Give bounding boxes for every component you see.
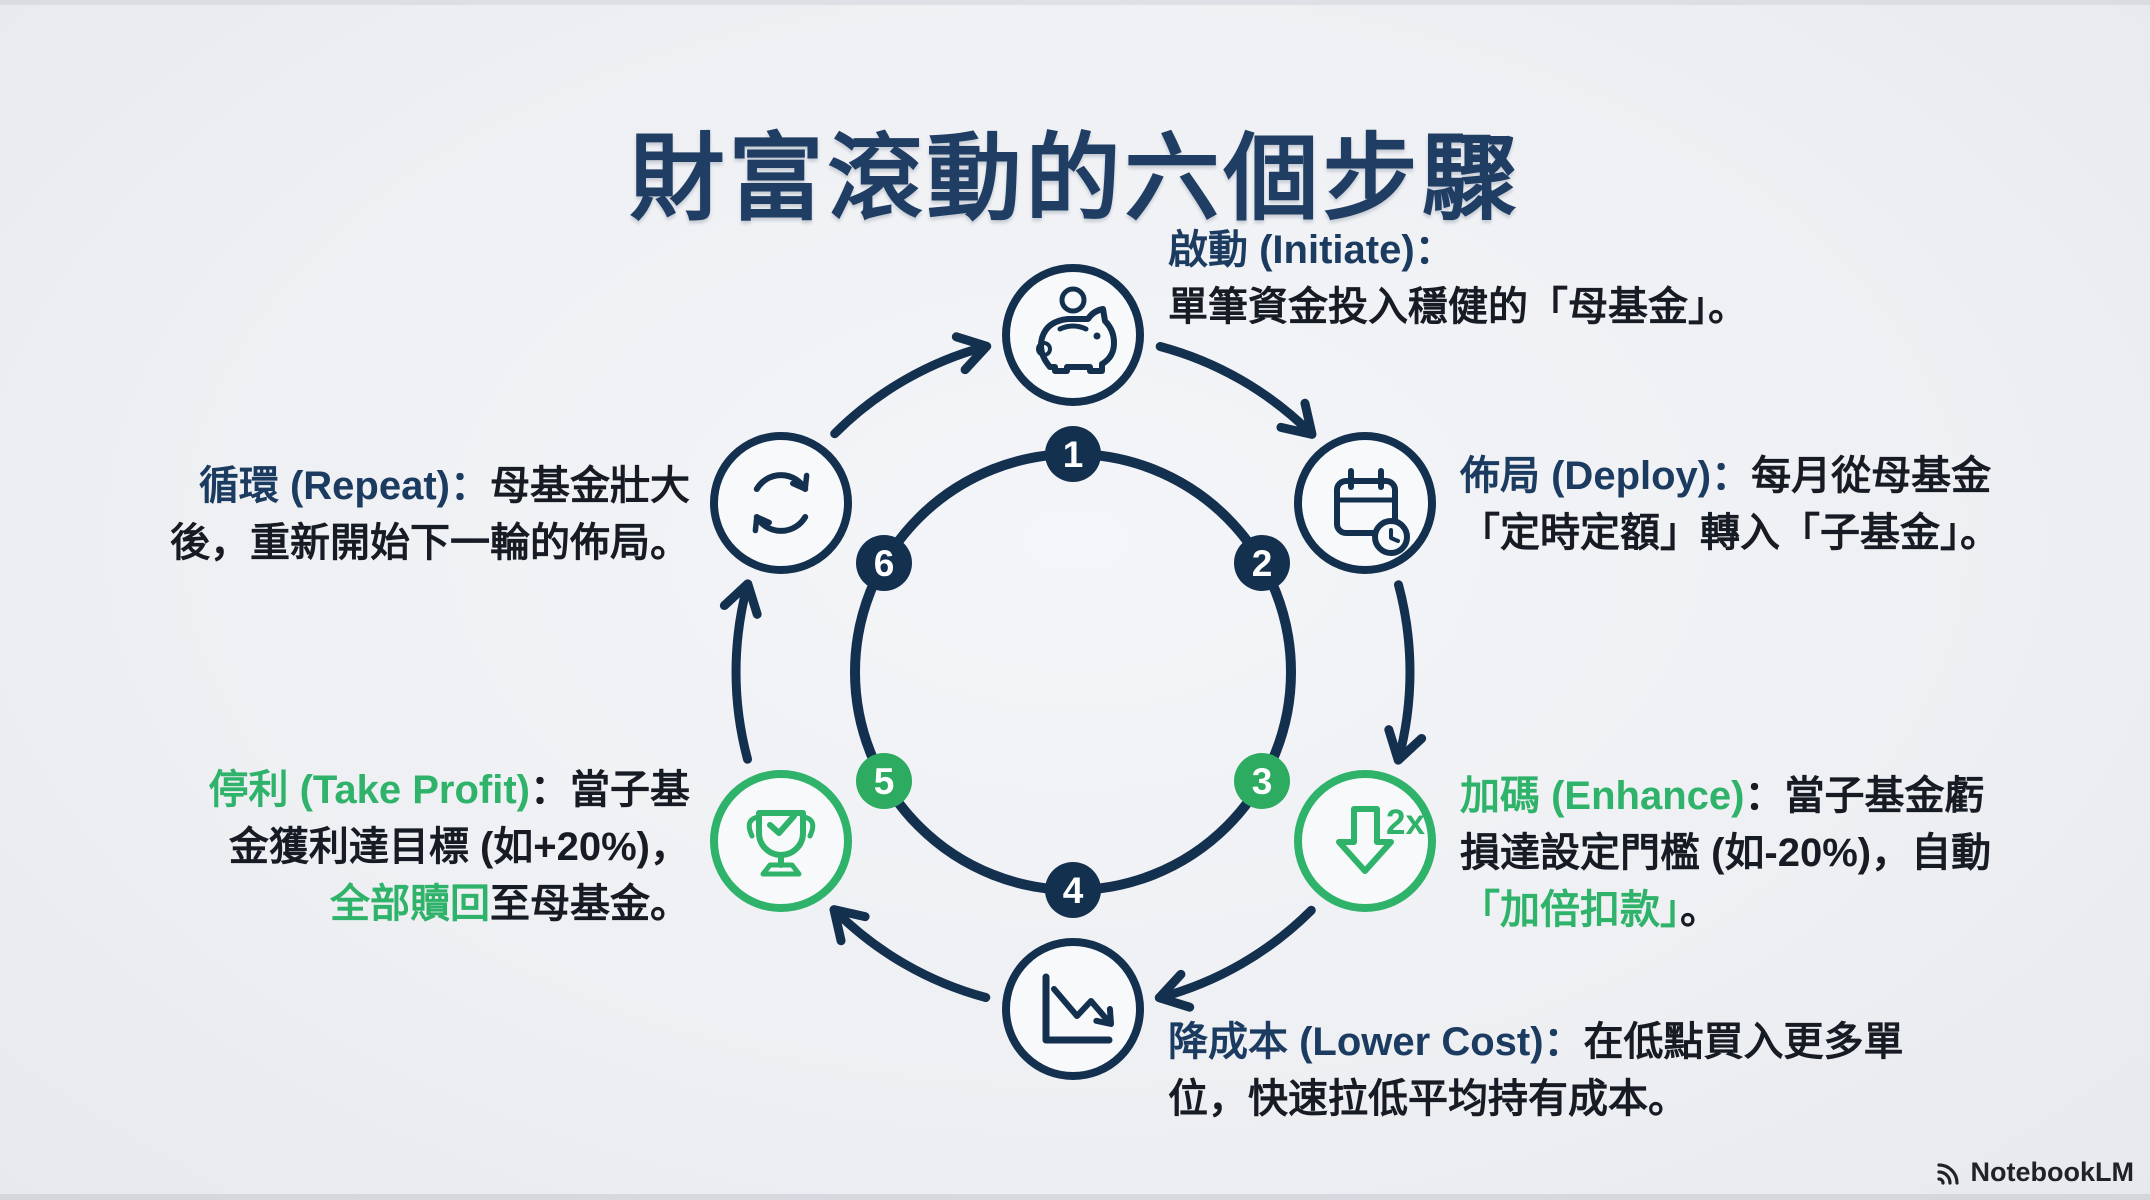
step-deploy-text: 佈局 (Deploy)：每月從母基金「定時定額」轉入「子基金」。	[1460, 448, 2020, 562]
step-take-profit-body-1: ：當子基金獲利達目標 (如+20%)，	[228, 768, 690, 869]
declining-chart-icon	[1042, 973, 1114, 1044]
double-down-arrow-icon: 2x	[1336, 803, 1425, 874]
badge-step-4: 4	[1045, 862, 1101, 918]
refresh-cycle-icon	[752, 472, 810, 534]
piggy-bank-icon	[1036, 286, 1117, 374]
watermark-label: NotebookLM	[1970, 1157, 2134, 1187]
watermark: NotebookLM	[1933, 1157, 2134, 1188]
cycle-ring	[850, 449, 1296, 895]
badge-3-number: 3	[1252, 761, 1273, 802]
badge-step-5: 5	[856, 753, 912, 809]
badge-step-6: 6	[856, 535, 912, 591]
arrowhead-5	[829, 905, 870, 946]
step-enhance-label: 加碼 (Enhance)	[1460, 774, 1745, 818]
step-enhance-body-1: ：當子基金虧損達設定門檻 (如-20%)，自動	[1460, 774, 1992, 875]
step-initiate-text: 啟動 (Initiate)： 單筆資金投入穩健的「母基金」。	[1168, 222, 2028, 336]
arrow-arc-1-to-2	[1155, 342, 1316, 439]
double-down-arrow-label: 2x	[1386, 803, 1425, 842]
notebooklm-logo-icon	[1936, 1162, 1959, 1185]
step-repeat-body: 母基金壯大後，重新開始下一輪的佈局。	[170, 464, 690, 565]
badge-4-number: 4	[1063, 870, 1084, 911]
step1-icon-circle	[1002, 264, 1144, 406]
step-take-profit-text: 停利 (Take Profit)：當子基金獲利達目標 (如+20%)， 全部贖回至…	[190, 762, 690, 932]
arrowhead-3	[1384, 725, 1427, 765]
badge-step-3: 3	[1234, 753, 1290, 809]
arrowhead-6	[719, 579, 762, 619]
trophy-check-icon	[746, 810, 816, 877]
step-enhance-body-2: 。	[1680, 887, 1720, 932]
step3-icon-circle	[1294, 770, 1436, 912]
step-repeat-label: 循環 (Repeat)：	[198, 464, 490, 508]
arrow-arc-2-to-3	[1394, 580, 1415, 764]
step-repeat-text: 循環 (Repeat)：母基金壯大後，重新開始下一輪的佈局。	[162, 458, 690, 572]
badge-step-1: 1	[1045, 426, 1101, 482]
flow-arrows	[719, 332, 1427, 1012]
step-initiate-label: 啟動 (Initiate)：	[1168, 228, 1455, 272]
arrowhead-2	[1276, 398, 1317, 439]
arrow-arc-4-to-5	[830, 905, 991, 1002]
step-lower-cost-label: 降成本 (Lower Cost)：	[1168, 1020, 1584, 1064]
arrow-arc-3-to-4	[1155, 905, 1316, 1002]
step-take-profit-body-2: 至母基金。	[490, 881, 690, 926]
badge-1-number: 1	[1063, 434, 1084, 475]
page-title: 財富滾動的六個步驟	[629, 125, 1521, 232]
step-enhance-text: 加碼 (Enhance)：當子基金虧損達設定門檻 (如-20%)，自動「加倍扣款…	[1460, 768, 2008, 938]
arrow-arc-6-to-1	[830, 342, 991, 439]
step-lower-cost-text: 降成本 (Lower Cost)：在低點買入更多單位，快速拉低平均持有成本。	[1168, 1014, 1940, 1128]
step-enhance-highlight: 「加倍扣款」	[1460, 887, 1680, 932]
step-deploy-label: 佈局 (Deploy)：	[1460, 454, 1752, 498]
step-initiate-body: 單筆資金投入穩健的「母基金」。	[1168, 284, 1748, 329]
badge-2-number: 2	[1252, 543, 1273, 584]
arrowhead-4	[1154, 969, 1195, 1012]
step5-icon-circle	[710, 770, 852, 912]
badge-6-number: 6	[874, 543, 895, 584]
arrowhead-1	[951, 332, 992, 375]
step-deploy-body: 每月從母基金「定時定額」轉入「子基金」。	[1460, 454, 2000, 555]
arrow-arc-5-to-6	[731, 580, 752, 764]
step-take-profit-label: 停利 (Take Profit)	[208, 768, 530, 812]
step6-icon-circle	[710, 432, 852, 574]
icon-circles	[710, 264, 1436, 1080]
step-lower-cost-body: 在低點買入更多單位，快速拉低平均持有成本。	[1168, 1020, 1904, 1121]
step-badges: 1 2 3 4 5 6	[856, 426, 1290, 918]
step2-icon-circle	[1294, 432, 1436, 574]
step-take-profit-highlight: 全部贖回	[330, 881, 490, 926]
badge-5-number: 5	[874, 761, 895, 802]
badge-step-2: 2	[1234, 535, 1290, 591]
calendar-clock-icon	[1334, 468, 1410, 556]
